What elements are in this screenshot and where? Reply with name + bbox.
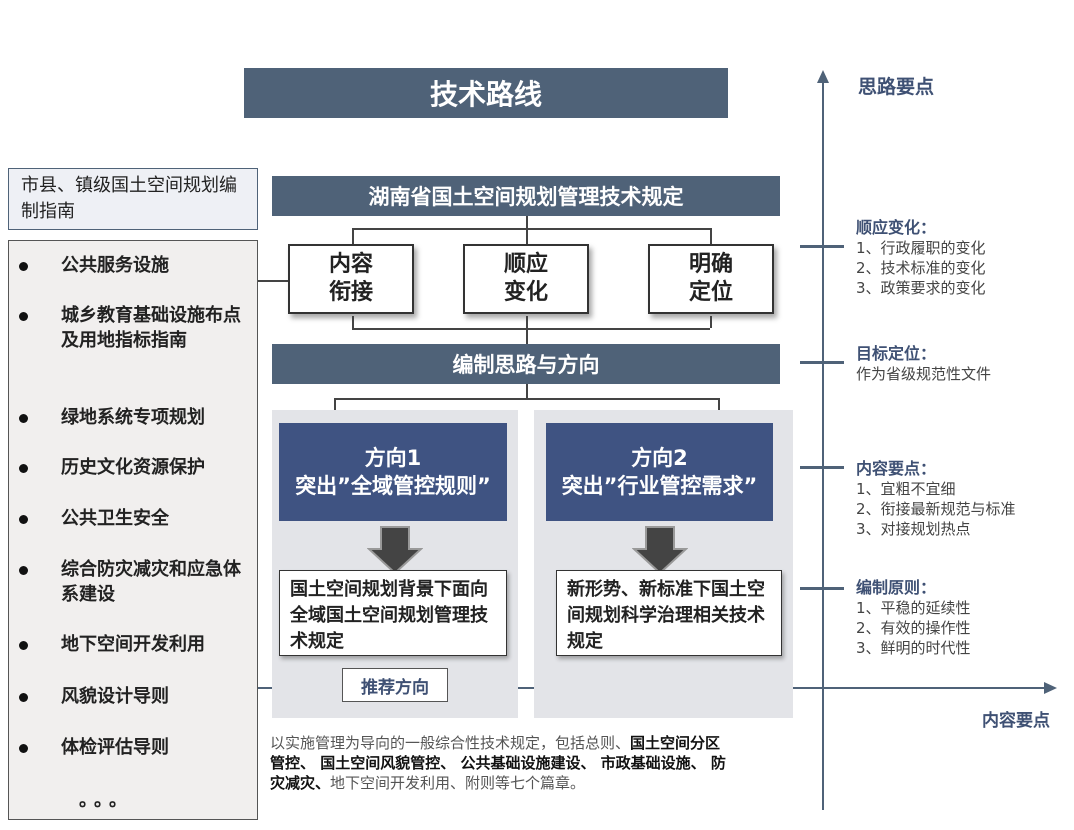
- bottom-note-plain1: 以实施管理为导向的一般综合性技术规定，包括总则、: [270, 734, 631, 752]
- annotation-line: 2、有效的操作性: [856, 619, 971, 637]
- annotation-head: 目标定位：: [856, 344, 937, 363]
- bullet-icon: [19, 641, 28, 650]
- bracket2-h: [352, 328, 710, 330]
- annotation-line: 3、对接规划热点: [856, 520, 971, 538]
- bottom-note-plain2: 地下空间开发利用、附则等七个篇章。: [330, 774, 586, 792]
- annotation-line: 3、政策要求的变化: [856, 279, 986, 297]
- bullet-icon: [19, 515, 28, 524]
- mid-bar-text: 编制思路与方向: [452, 353, 600, 377]
- recommend-label: 推荐方向: [342, 668, 448, 702]
- annotation-line: 1、平稳的延续性: [856, 599, 971, 617]
- direction1-body: 国土空间规划背景下面向全域国土空间规划管理技术规定: [279, 570, 507, 656]
- bottom-note-bold: 国土空间分区管控、 国土空间风貌管控、 公共基础设施建设、 市政基础设施、 防灾…: [270, 734, 726, 792]
- annotation-line: 2、衔接最新规范与标准: [856, 500, 1016, 518]
- box-label: 内容衔接: [328, 252, 373, 305]
- direction2-body: 新形势、新标准下国土空间规划科学治理相关技术规定: [556, 570, 782, 656]
- annotation-line: 作为省级规范性文件: [856, 365, 992, 383]
- bracket-left: [352, 228, 354, 244]
- bracket3-right: [718, 398, 720, 412]
- direction1-header: 方向1 突出”全域管控规则”: [279, 423, 507, 521]
- bracket3-h: [334, 398, 718, 400]
- bracket3-stem: [526, 384, 528, 398]
- annotation-adapt: 顺应变化： 1、行政履职的变化 2、技术标准的变化 3、政策要求的变化: [856, 218, 1066, 298]
- box-adapt-change: 顺应变化: [463, 244, 589, 314]
- direction2-header: 方向2 突出”行业管控需求”: [546, 423, 773, 521]
- direction2-body-text: 新形势、新标准下国土空间规划科学治理相关技术规定: [567, 579, 765, 652]
- annotation-line: 3、鲜明的时代性: [856, 639, 971, 657]
- bracket-right: [710, 228, 712, 244]
- direction1-subtitle: 突出”全域管控规则”: [295, 474, 491, 498]
- title-text: 技术路线: [429, 78, 542, 111]
- bullet-icon: [19, 566, 28, 575]
- annotation-line: 2、技术标准的变化: [856, 259, 986, 277]
- bullet-icon: [19, 312, 28, 321]
- direction2-subtitle: 突出”行业管控需求”: [561, 474, 758, 498]
- down-arrow-icon: [631, 525, 689, 575]
- box-label: 明确定位: [688, 252, 733, 305]
- bullet-icon: [19, 262, 28, 271]
- bracket2-left: [352, 316, 354, 328]
- y-axis-label: 思路要点: [858, 76, 935, 98]
- x-axis-label: 内容要点: [982, 711, 1050, 731]
- bullet-icon: [19, 744, 28, 753]
- bracket2-right: [710, 316, 712, 328]
- box-content-link: 内容衔接: [288, 244, 414, 314]
- direction2-title: 方向2: [631, 446, 688, 470]
- side-connector: [258, 280, 288, 282]
- bracket3-left: [334, 398, 336, 412]
- axis-tick: [800, 587, 844, 590]
- annotation-position: 目标定位： 作为省级规范性文件: [856, 344, 1066, 384]
- bracket-mid: [526, 228, 528, 244]
- box-label: 顺应变化: [503, 252, 548, 305]
- side-header: 市县、镇级国土空间规划编制指南: [8, 168, 258, 230]
- annotation-head: 内容要点：: [856, 459, 937, 478]
- y-axis-arrow-icon: [817, 70, 829, 83]
- bullet-icon: [19, 414, 28, 423]
- bullet-icon: [19, 464, 28, 473]
- bracket-stem: [526, 216, 528, 228]
- mid-bar: 编制思路与方向: [272, 344, 780, 384]
- annotation-content: 内容要点： 1、宜粗不宜细 2、衔接最新规范与标准 3、对接规划热点: [856, 459, 1066, 539]
- bracket2-mid: [526, 316, 528, 344]
- y-axis: [822, 82, 824, 810]
- direction1-title: 方向1: [364, 446, 422, 470]
- list-more: 。。。: [79, 790, 133, 811]
- bracket-h: [352, 228, 710, 230]
- side-header-text: 市县、镇级国土空间规划编制指南: [21, 175, 237, 222]
- annotation-line: 1、宜粗不宜细: [856, 480, 956, 498]
- annotation-principle: 编制原则： 1、平稳的延续性 2、有效的操作性 3、鲜明的时代性: [856, 578, 1066, 658]
- side-list: 公共服务设施 城乡教育基础设施布点及用地指标指南 绿地系统专项规划 历史文化资源…: [8, 240, 258, 820]
- down-arrow-icon: [366, 525, 424, 575]
- annotation-head: 编制原则：: [856, 578, 937, 597]
- axis-tick: [800, 361, 844, 364]
- annotation-head: 顺应变化：: [856, 218, 937, 237]
- bullet-icon: [19, 693, 28, 702]
- direction1-body-text: 国土空间规划背景下面向全域国土空间规划管理技术规定: [290, 579, 488, 652]
- top-bar-text: 湖南省国土空间规划管理技术规定: [368, 185, 684, 209]
- title-bar: 技术路线: [244, 68, 728, 118]
- axis-tick: [800, 245, 844, 248]
- box-clarify-position: 明确定位: [648, 244, 774, 314]
- annotation-line: 1、行政履职的变化: [856, 239, 986, 257]
- recommend-text: 推荐方向: [361, 677, 429, 698]
- top-bar: 湖南省国土空间规划管理技术规定: [272, 176, 780, 216]
- axis-tick: [800, 466, 844, 469]
- x-axis-arrow-icon: [1044, 682, 1057, 694]
- bottom-note: 以实施管理为导向的一般综合性技术规定，包括总则、国土空间分区管控、 国土空间风貌…: [270, 733, 730, 793]
